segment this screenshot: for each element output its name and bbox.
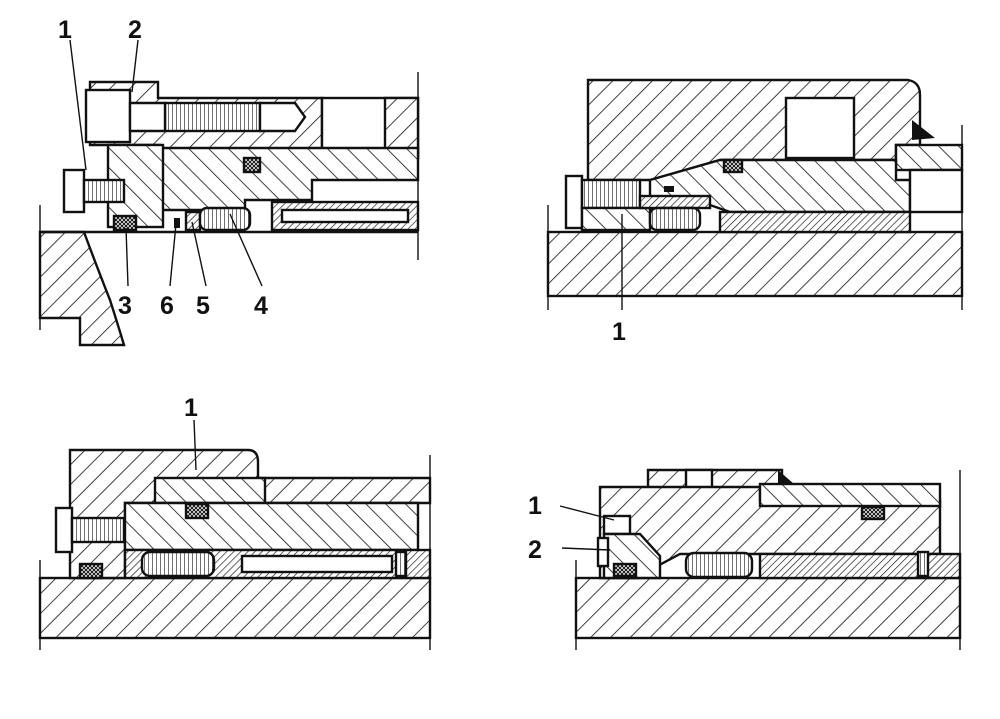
label-1: 1: [184, 394, 198, 422]
bolt-thread: [163, 101, 262, 133]
label-1: 1: [58, 16, 72, 44]
label-2: 2: [528, 536, 542, 564]
bolt-thread: [70, 516, 126, 544]
label-4: 4: [254, 292, 268, 320]
label-1: 1: [612, 318, 626, 346]
label-2: 2: [128, 16, 142, 44]
shaft: [38, 576, 432, 640]
label-1: 1: [528, 492, 542, 520]
shaft: [38, 230, 126, 347]
top-left-view: 1 2 3 6 5 4: [38, 16, 420, 347]
seal-carrier: [158, 146, 420, 212]
seal-carrier: [123, 501, 420, 552]
seal-4: [198, 206, 252, 232]
bolt-head: [54, 506, 74, 554]
seal-6: [174, 218, 180, 228]
bolt-head: [84, 88, 132, 144]
bottom-right-view: 1 2: [528, 468, 962, 650]
shaft: [546, 230, 964, 298]
shaft: [574, 576, 962, 640]
label-5: 5: [196, 292, 210, 320]
bottom-left-view: 1: [38, 394, 432, 650]
label-6: 6: [160, 292, 174, 320]
top-right-view: 1: [546, 78, 964, 346]
label-3: 3: [118, 292, 132, 320]
seal-3: [112, 214, 138, 232]
